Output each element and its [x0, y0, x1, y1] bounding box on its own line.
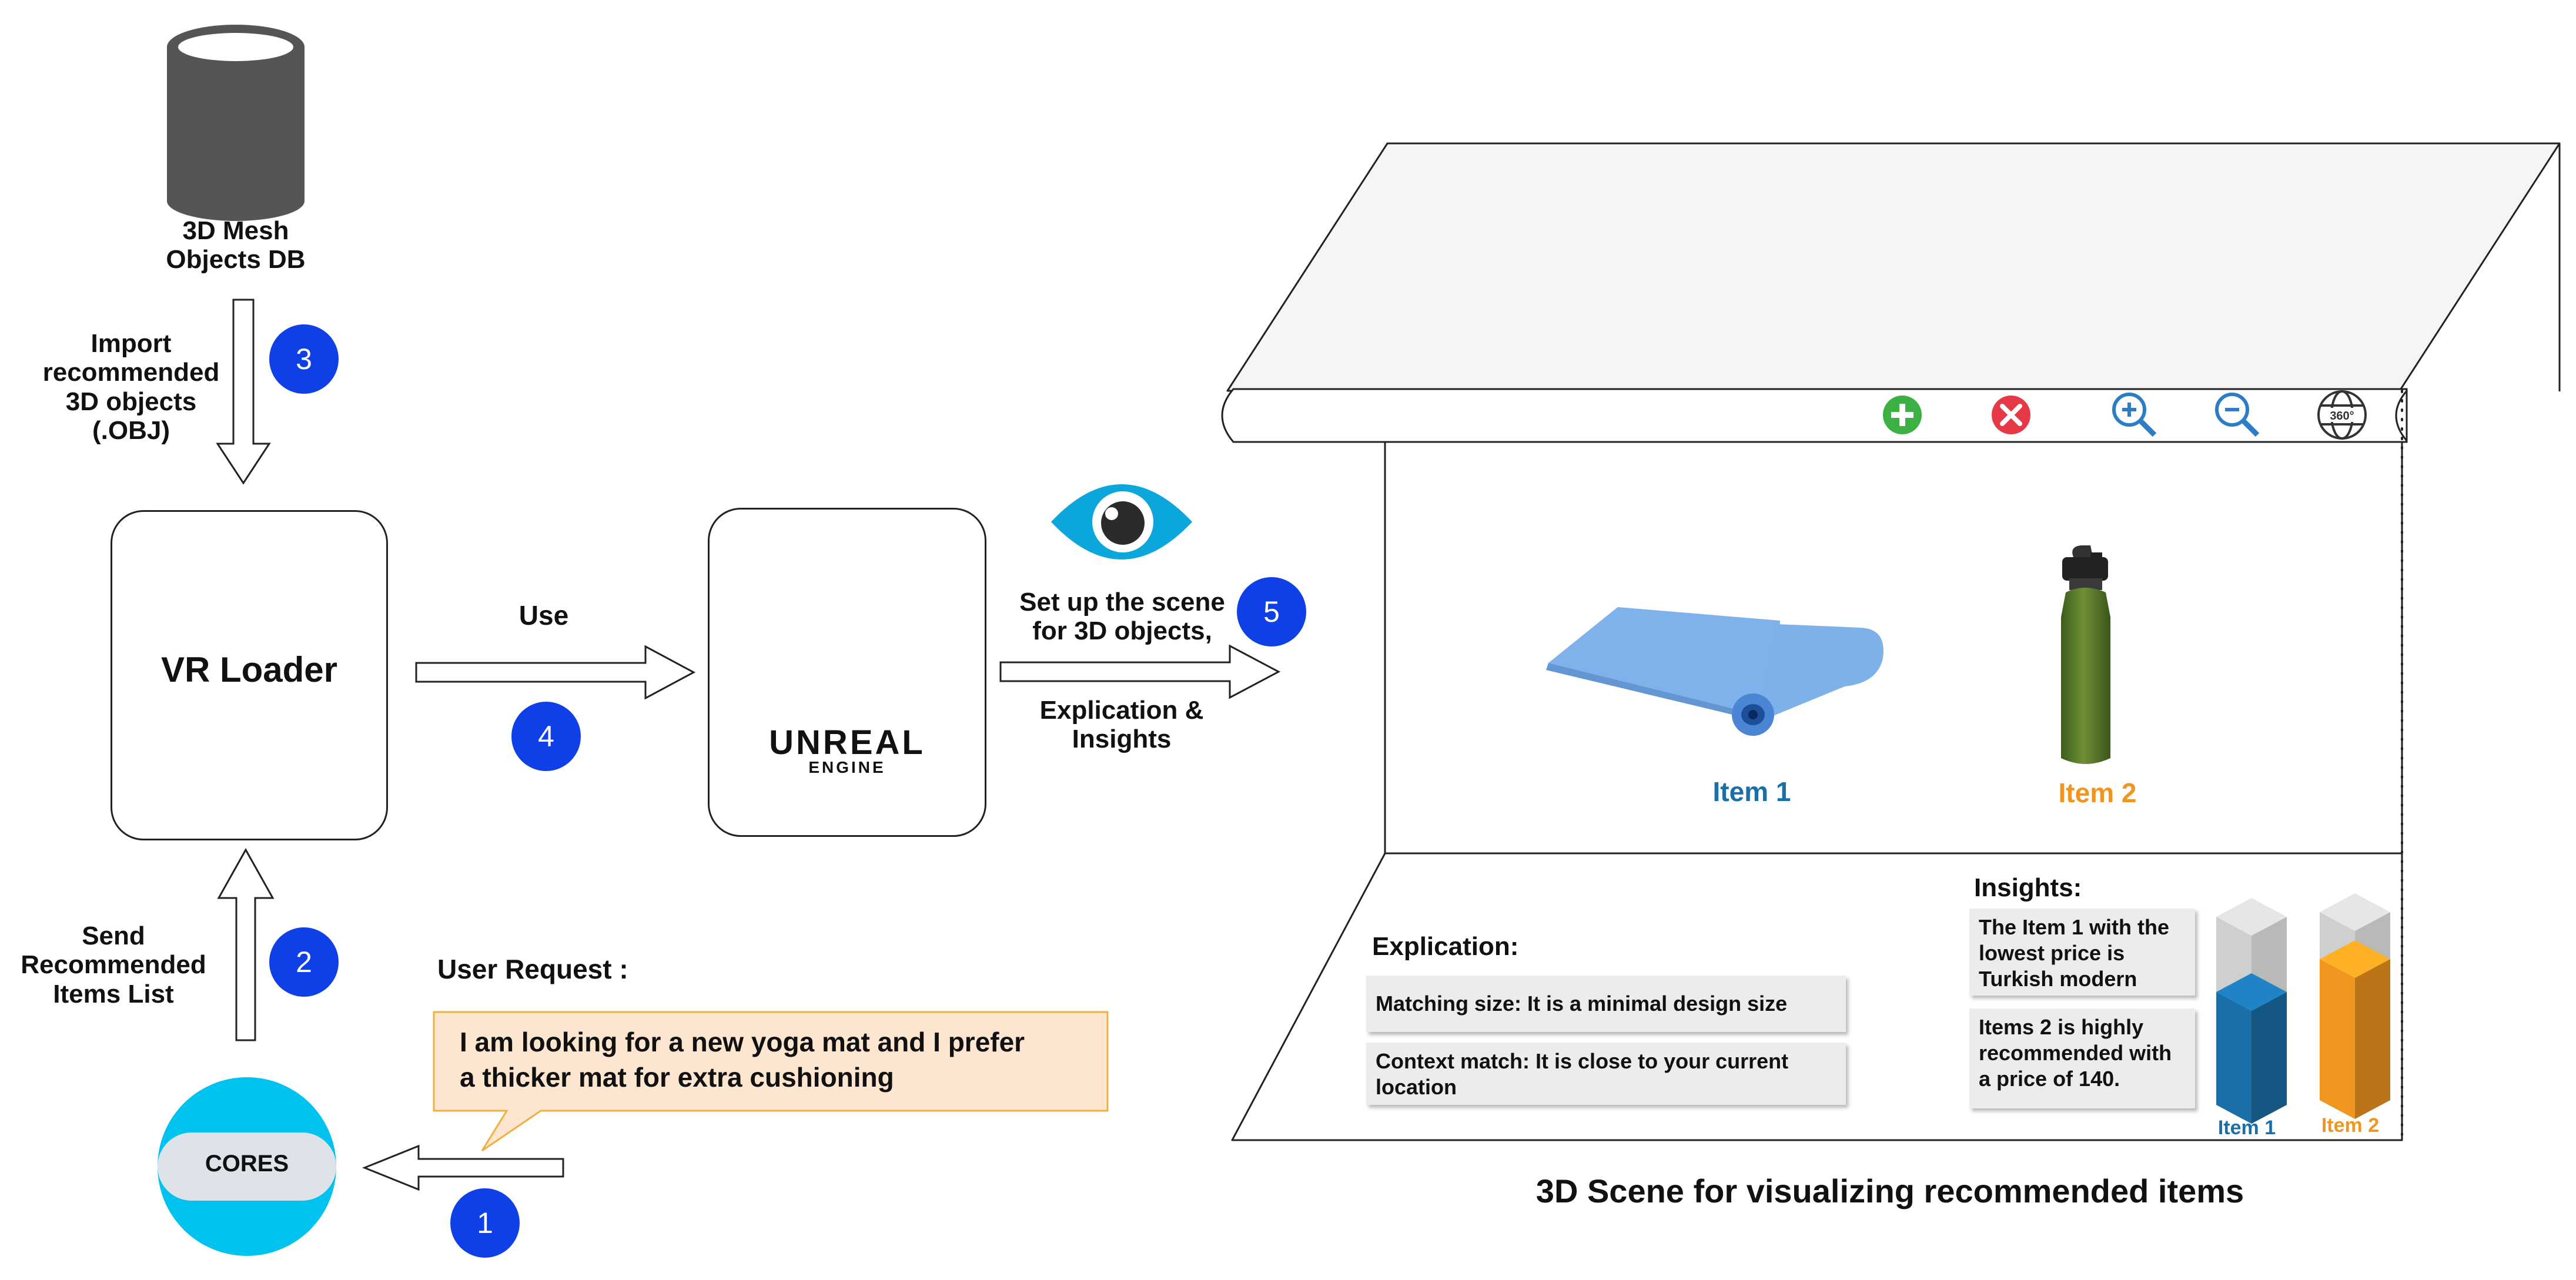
- insight-bar-1-top: [2216, 898, 2287, 936]
- zoom-out-icon[interactable]: [2215, 393, 2260, 437]
- scene-toolbar: 360°: [1221, 388, 2408, 443]
- cores-logo: [158, 1077, 336, 1256]
- rotate-360-icon[interactable]: 360°: [2317, 390, 2367, 440]
- scene-caption: 3D Scene for visualizing recommended ite…: [1535, 1172, 2244, 1209]
- eye-icon: [1051, 484, 1192, 559]
- user-request-title: User Request :: [437, 954, 628, 984]
- step-2-label: Send Recommended Items List: [21, 922, 206, 1008]
- arrow-setup: [999, 644, 1281, 699]
- bar-label-item-2: Item 2: [2321, 1114, 2380, 1137]
- cores-label: CORES: [205, 1151, 289, 1177]
- step-1-badge: 1: [450, 1188, 520, 1258]
- step-5-label-top: Set up the scene for 3D objects,: [1019, 588, 1225, 646]
- insight-bar-2-fill-top: [2320, 940, 2390, 978]
- unreal-logo-subtext: ENGINE: [808, 758, 886, 776]
- insight-card-2: Items 2 is highly recommended with a pri…: [1969, 1008, 2195, 1108]
- step-3-badge: 3: [269, 324, 339, 394]
- database-icon: [167, 25, 305, 221]
- insights-title: Insights:: [1974, 873, 2082, 902]
- arrow-use: [415, 645, 696, 700]
- water-bottle-image: [2061, 545, 2110, 764]
- item-2-label: Item 2: [2058, 778, 2137, 808]
- insight-bar-1-fill-right: [2252, 992, 2287, 1124]
- insight-bar-1-fill-top: [2216, 973, 2287, 1011]
- step-5-label-bottom: Explication & Insights: [1039, 696, 1204, 754]
- explication-card-1: Matching size: It is a minimal design si…: [1366, 976, 1846, 1032]
- unreal-engine-box[interactable]: [708, 508, 986, 837]
- database-label: 3D Mesh Objects DB: [166, 216, 306, 274]
- speech-bubble: [433, 1011, 1109, 1152]
- vr-loader-label: VR Loader: [160, 650, 338, 689]
- insight-bar-2-fill-right: [2355, 959, 2390, 1119]
- insight-bar-2-top: [2320, 893, 2390, 931]
- insight-bars: [2216, 893, 2390, 1124]
- step-5-badge: 5: [1237, 577, 1306, 646]
- step-2-badge: 2: [269, 927, 339, 997]
- zoom-in-icon[interactable]: [2112, 393, 2157, 437]
- arrow-import: [216, 299, 271, 485]
- arrow-send: [217, 847, 275, 1041]
- explication-card-2: Context match: It is close to your curre…: [1366, 1043, 1846, 1105]
- arrow-request: [362, 1144, 564, 1191]
- item-1-label: Item 1: [1712, 776, 1791, 807]
- bar-label-item-1: Item 1: [2217, 1117, 2276, 1139]
- close-icon[interactable]: [1992, 396, 2030, 434]
- svg-text:360°: 360°: [2330, 410, 2354, 423]
- step-4-label: Use: [518, 600, 569, 631]
- plus-icon[interactable]: [1883, 396, 1922, 434]
- user-request-text: I am looking for a new yoga mat and I pr…: [460, 1027, 1025, 1093]
- explication-title: Explication:: [1372, 932, 1519, 961]
- insight-card-1: The Item 1 with the lowest price is Turk…: [1969, 909, 2195, 996]
- yoga-mat-image: [1546, 607, 1884, 736]
- step-3-label: Import recommended 3D objects (.OBJ): [42, 329, 220, 445]
- unreal-logo-text: UNREAL: [769, 723, 925, 762]
- vr-loader-box[interactable]: [111, 510, 388, 840]
- insight-bar-1-fill-left: [2216, 992, 2252, 1124]
- step-4-badge: 4: [511, 702, 581, 771]
- insight-bar-2-fill-left: [2320, 959, 2355, 1119]
